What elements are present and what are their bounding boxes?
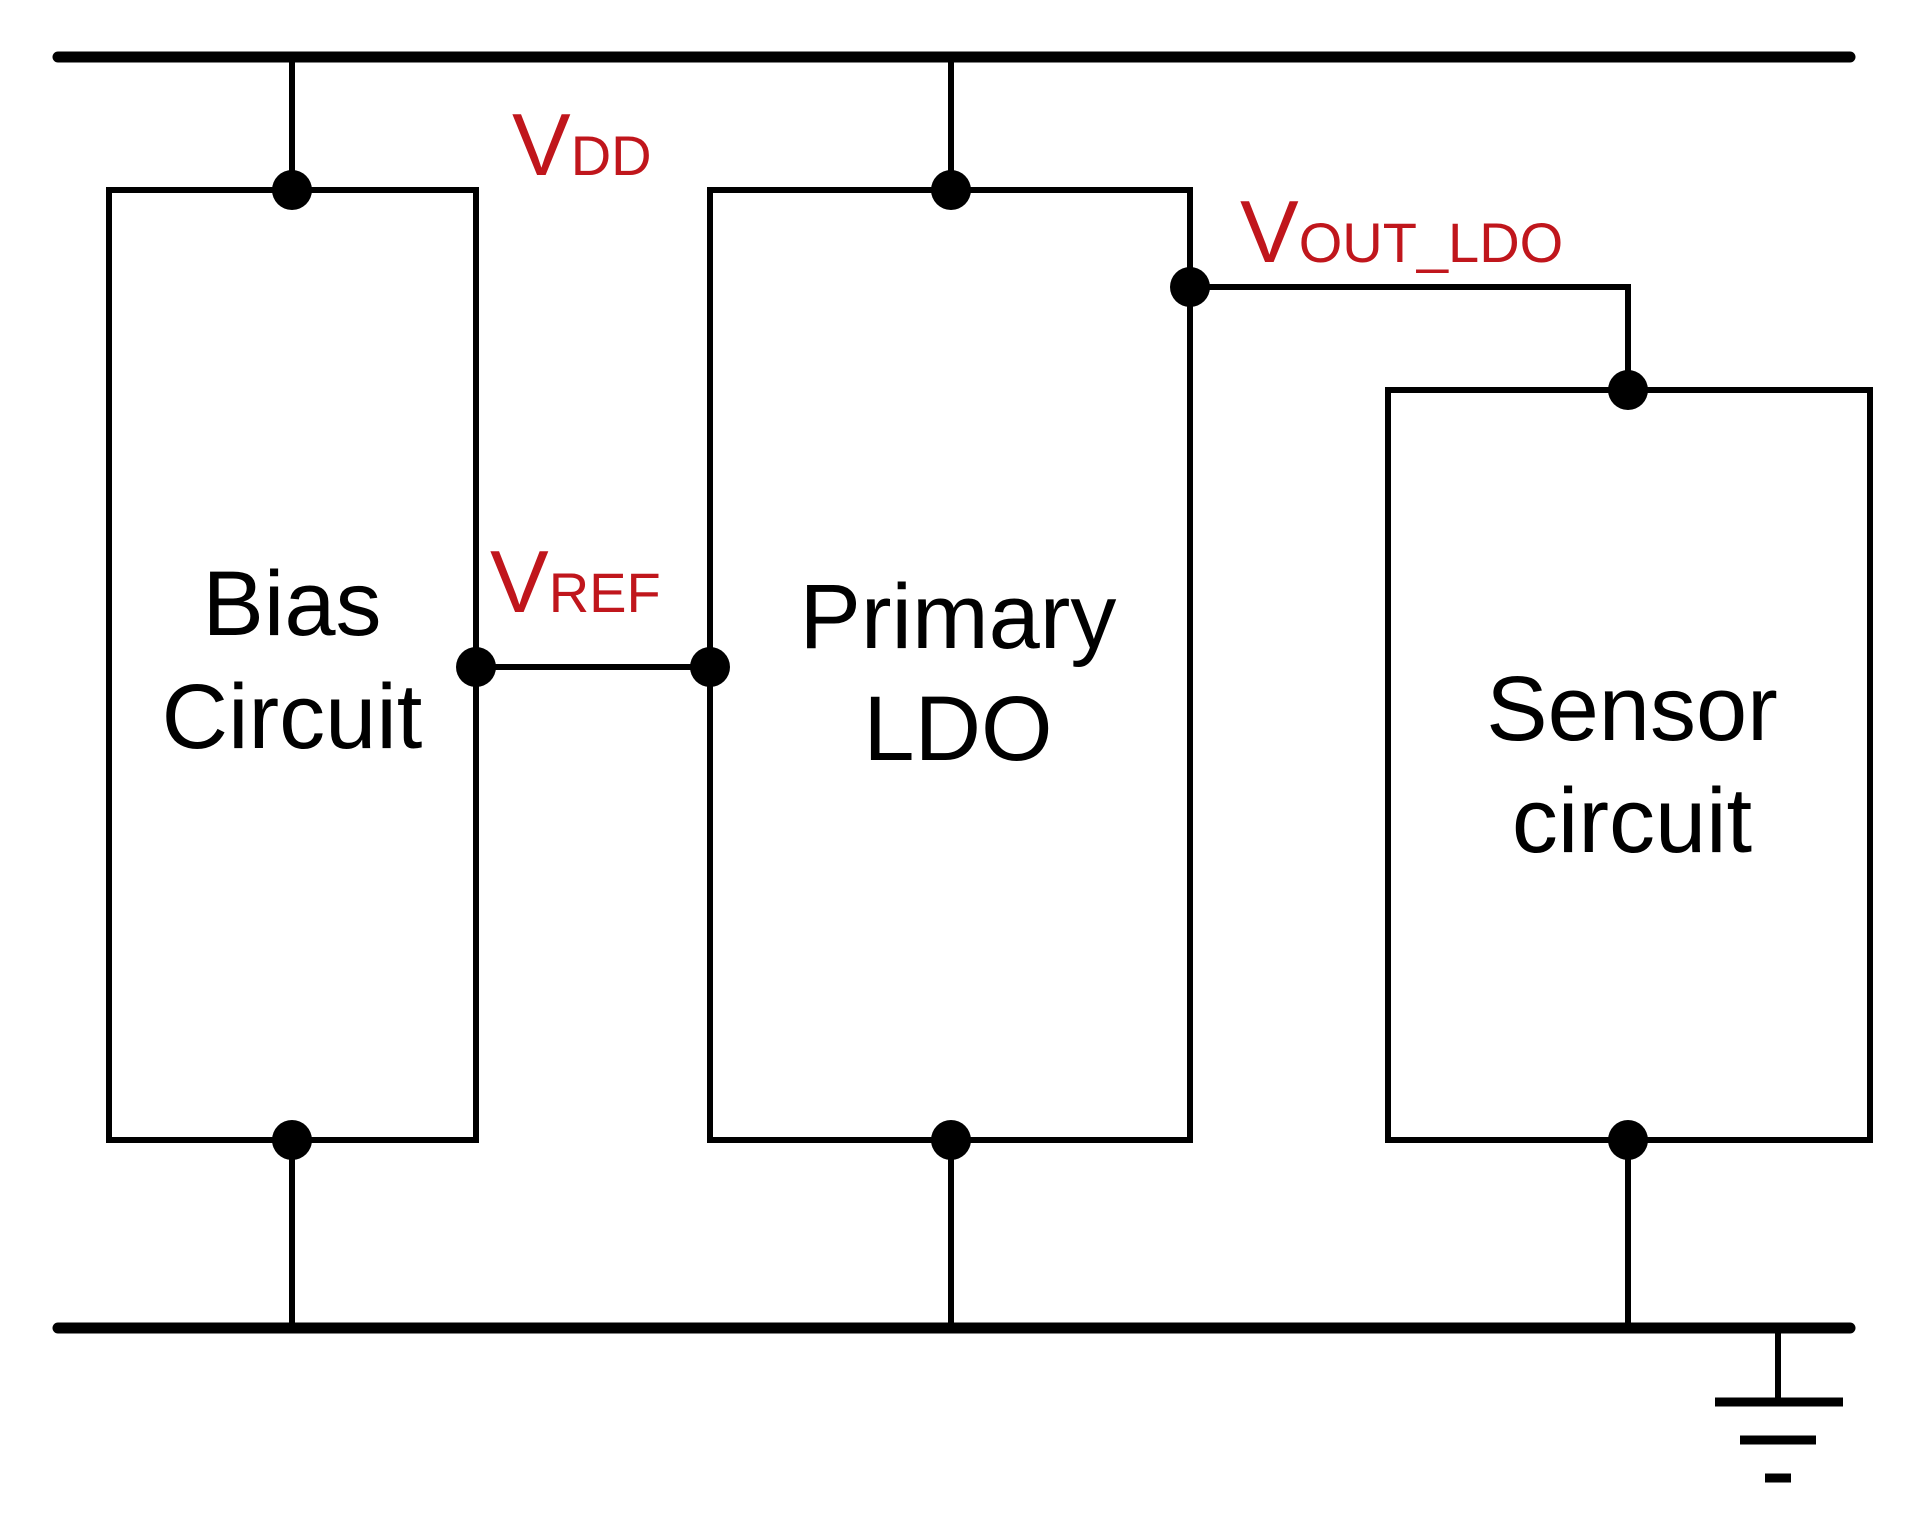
node-ldo-gnd: [931, 1120, 971, 1160]
vref-label-sub: REF: [549, 561, 661, 624]
vout-ldo-label-main: V: [1240, 182, 1299, 281]
bias-circuit-block: [106, 187, 479, 1143]
vout-ldo-label: VOUT_LDO: [1240, 182, 1563, 281]
ldo-label-line1: Primary: [800, 566, 1117, 668]
vdd-label: VDD: [512, 95, 652, 194]
vref-label-main: V: [490, 532, 549, 631]
bias-label-line1: Bias: [203, 553, 382, 655]
node-ldo-vref: [690, 647, 730, 687]
vdd-label-sub: DD: [571, 124, 652, 187]
sensor-label-line2: circuit: [1512, 770, 1752, 872]
vdd-label-main: V: [512, 95, 571, 194]
vout-ldo-label-sub: OUT_LDO: [1299, 211, 1564, 274]
bias-label-line2: Circuit: [162, 666, 423, 768]
vout-ldo-wire: [1187, 284, 1631, 393]
node-bias-vref: [456, 647, 496, 687]
node-ldo-vout: [1170, 267, 1210, 307]
node-ldo-vdd: [931, 170, 971, 210]
node-sensor-gnd: [1608, 1120, 1648, 1160]
sensor-circuit-block: [1385, 387, 1873, 1143]
node-sensor-vout: [1608, 370, 1648, 410]
ldo-label-line2: LDO: [863, 678, 1052, 780]
ground-icon: [1715, 1325, 1843, 1483]
vref-label: VREF: [490, 532, 661, 631]
node-bias-gnd: [272, 1120, 312, 1160]
node-bias-vdd: [272, 170, 312, 210]
sensor-label-line1: Sensor: [1486, 658, 1778, 760]
